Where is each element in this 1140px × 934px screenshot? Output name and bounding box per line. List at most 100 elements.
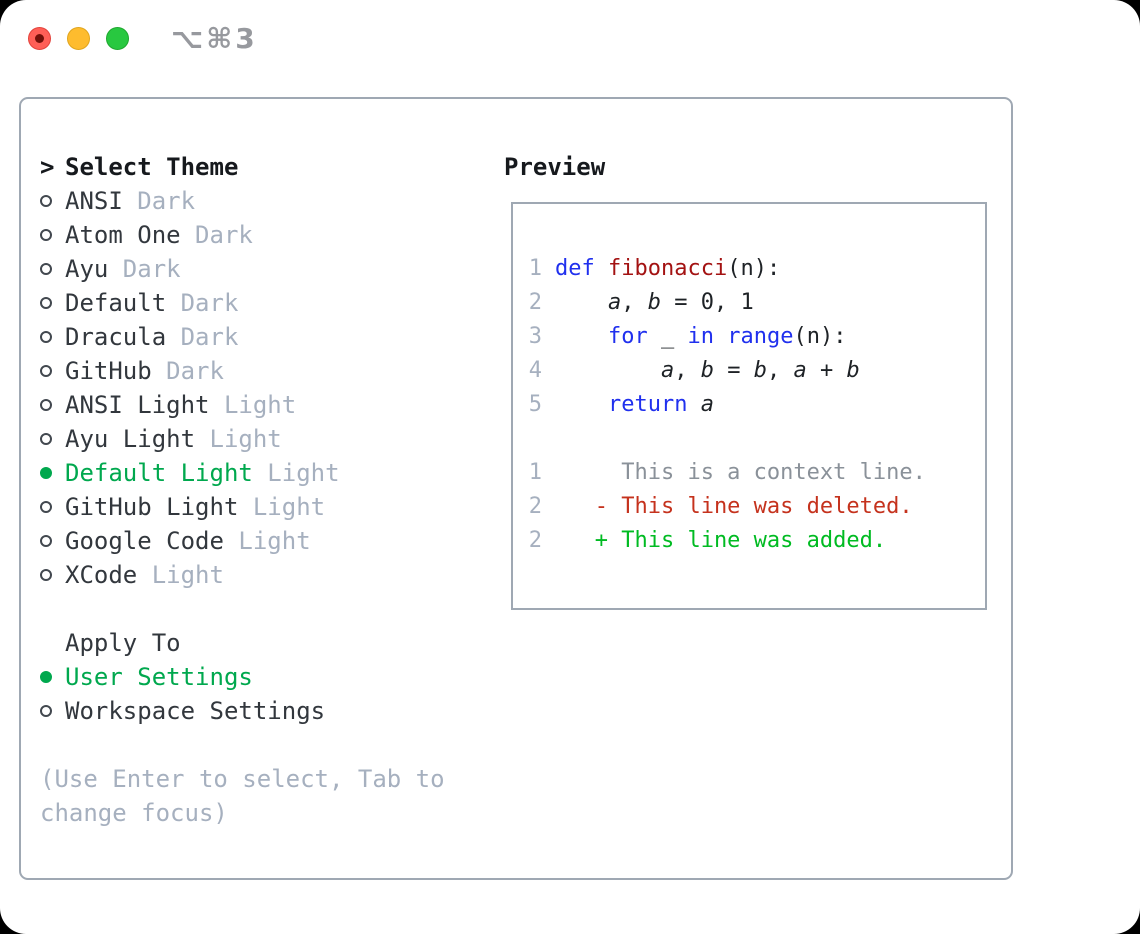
code-line: 2 + This line was added. — [520, 524, 977, 558]
theme-option[interactable]: Ayu Dark — [40, 252, 445, 286]
marker-column — [40, 354, 65, 388]
marker-column — [40, 218, 65, 252]
focus-caret-icon: > — [40, 153, 55, 181]
option-label: Ayu Light — [65, 425, 196, 453]
theme-option[interactable]: Default Light Light — [40, 456, 445, 490]
radio-icon — [40, 263, 52, 275]
marker-column — [40, 184, 65, 218]
theme-option[interactable]: GitHub Dark — [40, 354, 445, 388]
blank-line — [520, 422, 977, 456]
select-theme-heading-row: > Select Theme — [40, 150, 445, 184]
select-theme-title: Select Theme — [65, 153, 239, 181]
option-variant-label: Dark — [108, 255, 181, 283]
radio-icon — [40, 297, 52, 309]
option-variant-label: Dark — [151, 357, 224, 385]
code-line: 4 a, b = b, a + b — [520, 354, 977, 388]
preview-title: Preview — [504, 153, 606, 181]
theme-option[interactable]: GitHub Light Light — [40, 490, 445, 524]
marker-column — [40, 490, 65, 524]
option-variant-label: Light — [238, 493, 326, 521]
option-label: ANSI — [65, 187, 123, 215]
theme-option[interactable]: Dracula Dark — [40, 320, 445, 354]
option-variant-label: Dark — [166, 289, 239, 317]
option-variant-label: Dark — [180, 221, 253, 249]
radio-icon — [40, 569, 52, 581]
code-line: 5 return a — [520, 388, 977, 422]
marker-column — [40, 558, 65, 592]
line-number: 1 — [528, 256, 542, 281]
option-label: ANSI Light — [65, 391, 210, 419]
titlebar: ⌥⌘3 — [0, 0, 1140, 76]
option-label: XCode — [65, 561, 138, 589]
diff-del-content: - This line was deleted. — [555, 494, 913, 519]
window-shortcut-label: ⌥⌘3 — [171, 21, 258, 55]
code-content: for _ in range(n): — [607, 324, 847, 349]
line-number: 1 — [528, 460, 542, 485]
apply-to-heading-row: Apply To — [40, 626, 445, 660]
line-number: 5 — [528, 392, 542, 417]
line-number: 2 — [528, 494, 542, 519]
maximize-button-icon[interactable] — [106, 26, 129, 50]
code-line: 3 for _ in range(n): — [520, 320, 977, 354]
close-dot-icon — [35, 33, 44, 43]
option-label: Atom One — [65, 221, 181, 249]
option-variant-label: Light — [137, 561, 224, 589]
marker-column — [40, 660, 65, 694]
option-variant-label: Light — [195, 425, 282, 453]
radio-icon — [40, 535, 52, 547]
theme-option[interactable]: ANSI Light Light — [40, 388, 445, 422]
marker-column — [40, 456, 65, 490]
theme-option[interactable]: Atom One Dark — [40, 218, 445, 252]
theme-option[interactable]: Ayu Light Light — [40, 422, 445, 456]
option-variant-label: Dark — [166, 323, 239, 351]
focus-marker-column: > — [40, 150, 65, 184]
marker-column — [40, 626, 65, 660]
option-label: GitHub — [65, 357, 152, 385]
radio-icon — [40, 433, 52, 445]
code-content: a, b = 0, 1 — [607, 290, 754, 315]
option-label: Default — [65, 289, 167, 317]
apply-to-option[interactable]: Workspace Settings — [40, 694, 445, 728]
option-label: User Settings — [65, 663, 253, 691]
radio-selected-icon — [40, 467, 52, 479]
line-number: 3 — [528, 324, 542, 349]
marker-column — [40, 320, 65, 354]
option-variant-label: Light — [209, 391, 297, 419]
theme-option[interactable]: XCode Light — [40, 558, 445, 592]
code-line: 2 a, b = 0, 1 — [520, 286, 977, 320]
radio-selected-icon — [40, 671, 52, 683]
theme-option[interactable]: Google Code Light — [40, 524, 445, 558]
apply-to-title: Apply To — [65, 629, 181, 657]
marker-column — [40, 422, 65, 456]
option-label: Default Light — [65, 459, 253, 487]
radio-icon — [40, 229, 52, 241]
theme-option[interactable]: ANSI Dark — [40, 184, 445, 218]
close-button-icon[interactable] — [28, 26, 51, 50]
radio-icon — [40, 195, 52, 207]
hint-text: (Use Enter to select, Tab to change focu… — [40, 762, 445, 830]
apply-to-option[interactable]: User Settings — [40, 660, 445, 694]
spacer — [40, 592, 445, 626]
line-number: 2 — [528, 528, 542, 553]
minimize-button-icon[interactable] — [67, 26, 90, 50]
option-variant-label: Dark — [122, 187, 196, 215]
marker-column — [40, 524, 65, 558]
radio-icon — [40, 501, 52, 513]
option-label: Dracula — [65, 323, 167, 351]
marker-column — [40, 694, 65, 728]
radio-icon — [40, 331, 52, 343]
theme-option[interactable]: Default Dark — [40, 286, 445, 320]
hint-line-1: (Use Enter to select, Tab to — [40, 765, 445, 793]
radio-icon — [40, 399, 52, 411]
code-content: a, b = b, a + b — [660, 358, 860, 383]
diff-add-content: + This line was added. — [555, 528, 887, 553]
marker-column — [40, 252, 65, 286]
option-variant-label: Light — [252, 459, 340, 487]
code-content: return a — [607, 392, 714, 417]
line-number: 4 — [528, 358, 542, 383]
